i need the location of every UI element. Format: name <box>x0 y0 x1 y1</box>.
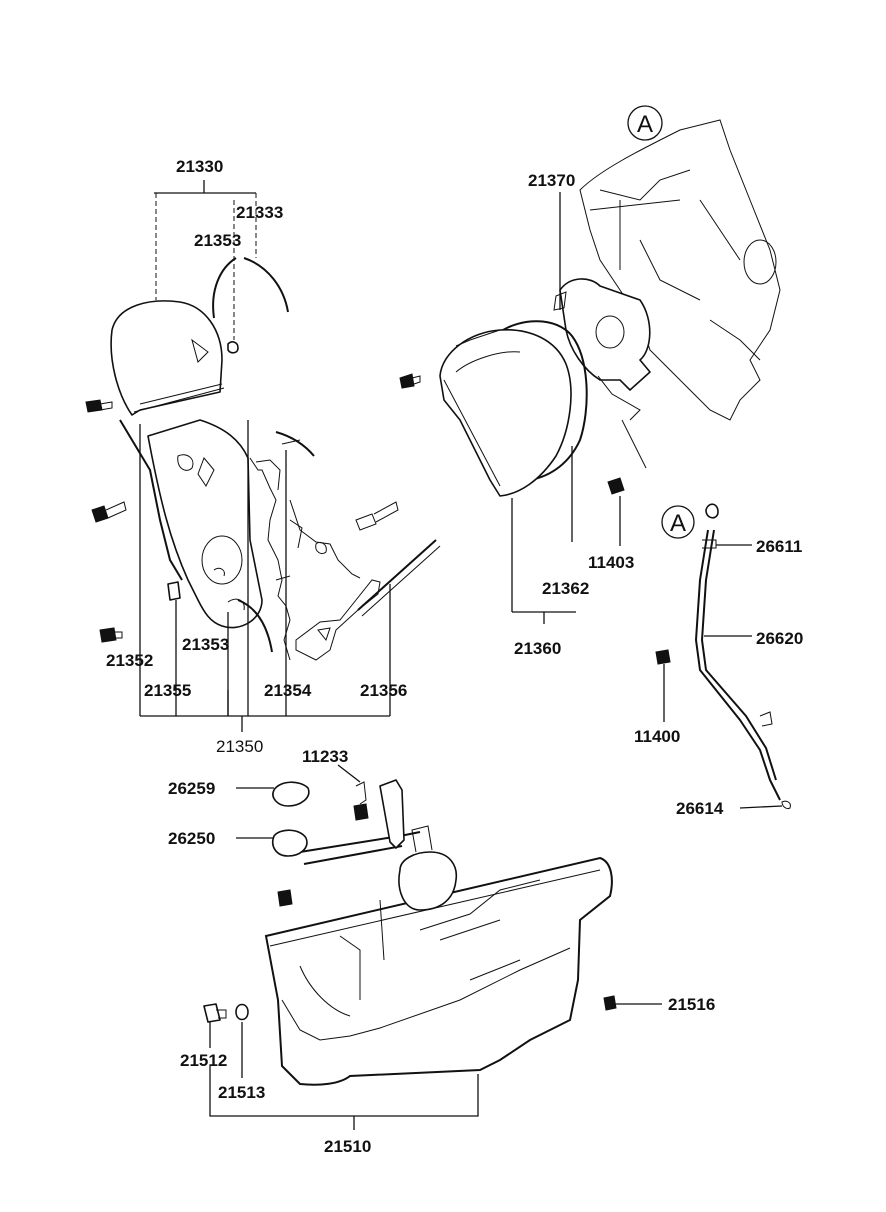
ref-marker-a-top: A <box>627 105 663 141</box>
part-label-21370: 21370 <box>528 171 575 190</box>
drain-gasket <box>235 1003 249 1021</box>
dipstick-tube <box>695 529 781 801</box>
middle-cover-plate <box>249 457 291 661</box>
part-label-11400: 11400 <box>634 727 680 746</box>
svg-text:A: A <box>670 510 686 537</box>
bolt-c <box>99 627 123 643</box>
part-label-21356: 21356 <box>360 681 407 700</box>
lower-timing-cover <box>147 419 263 629</box>
part-label-26620: 26620 <box>756 629 803 648</box>
svg-text:A: A <box>637 111 653 138</box>
ref-marker-a-side: A <box>661 505 695 539</box>
dipstick-group <box>655 503 791 809</box>
bolt-a <box>85 399 113 413</box>
part-label-21353-bottom: 21353 <box>182 635 229 654</box>
oil-pan-body <box>264 856 613 1086</box>
part-label-21516: 21516 <box>668 995 715 1014</box>
cover-clip <box>167 581 181 601</box>
part-label-11233: 11233 <box>302 747 348 766</box>
guide-rod <box>357 539 437 611</box>
dipstick-oring <box>781 800 791 809</box>
timing-belt-cover-group <box>85 180 441 732</box>
part-label-21354: 21354 <box>264 681 312 700</box>
pickup-flange <box>272 781 310 807</box>
pickup-gasket <box>272 829 308 857</box>
bracket-arc <box>275 431 315 457</box>
bolt-b <box>91 501 127 523</box>
bolt-11400 <box>655 649 671 665</box>
drain-plug <box>203 1003 227 1023</box>
part-label-26611: 26611 <box>756 537 802 556</box>
part-label-26250: 26250 <box>168 829 215 848</box>
timing-cover-gasket <box>499 320 588 481</box>
bolt-11403 <box>607 477 625 495</box>
part-label-21355: 21355 <box>144 681 191 700</box>
upper-timing-cover <box>110 300 223 416</box>
part-label-21352: 21352 <box>106 651 153 670</box>
dipstick-handle <box>705 503 719 519</box>
part-label-21512: 21512 <box>180 1051 227 1070</box>
pan-bolt-21516 <box>603 995 617 1011</box>
engine-block-group <box>399 119 781 624</box>
timing-cover-case <box>439 329 572 497</box>
part-label-21350: 21350 <box>216 737 263 756</box>
pickup-bracket <box>379 779 405 849</box>
bolt-pan-left <box>277 889 293 907</box>
part-label-21333: 21333 <box>236 203 283 222</box>
part-label-21353-top: 21353 <box>194 231 241 250</box>
oil-strainer <box>398 851 458 911</box>
part-label-21360: 21360 <box>514 639 561 658</box>
tensioner-bracket <box>289 499 361 579</box>
part-label-26614: 26614 <box>676 799 724 818</box>
bolt-e <box>399 373 421 389</box>
bolt-d <box>355 501 399 531</box>
rear-cover-plate <box>559 278 651 391</box>
part-label-26259: 26259 <box>168 779 215 798</box>
bolt-11233 <box>353 781 369 821</box>
cover-seal-upper <box>212 257 237 319</box>
part-label-21510: 21510 <box>324 1137 371 1156</box>
part-label-21330: 21330 <box>176 157 223 176</box>
part-label-11403: 11403 <box>588 553 634 572</box>
cover-grommet <box>227 341 239 354</box>
cover-seal-arc <box>243 257 289 313</box>
oil-pan-group <box>203 764 662 1130</box>
part-label-21362: 21362 <box>542 579 589 598</box>
lower-bracket <box>295 579 381 661</box>
part-label-21513: 21513 <box>218 1083 265 1102</box>
engine-block-outline <box>579 119 781 421</box>
